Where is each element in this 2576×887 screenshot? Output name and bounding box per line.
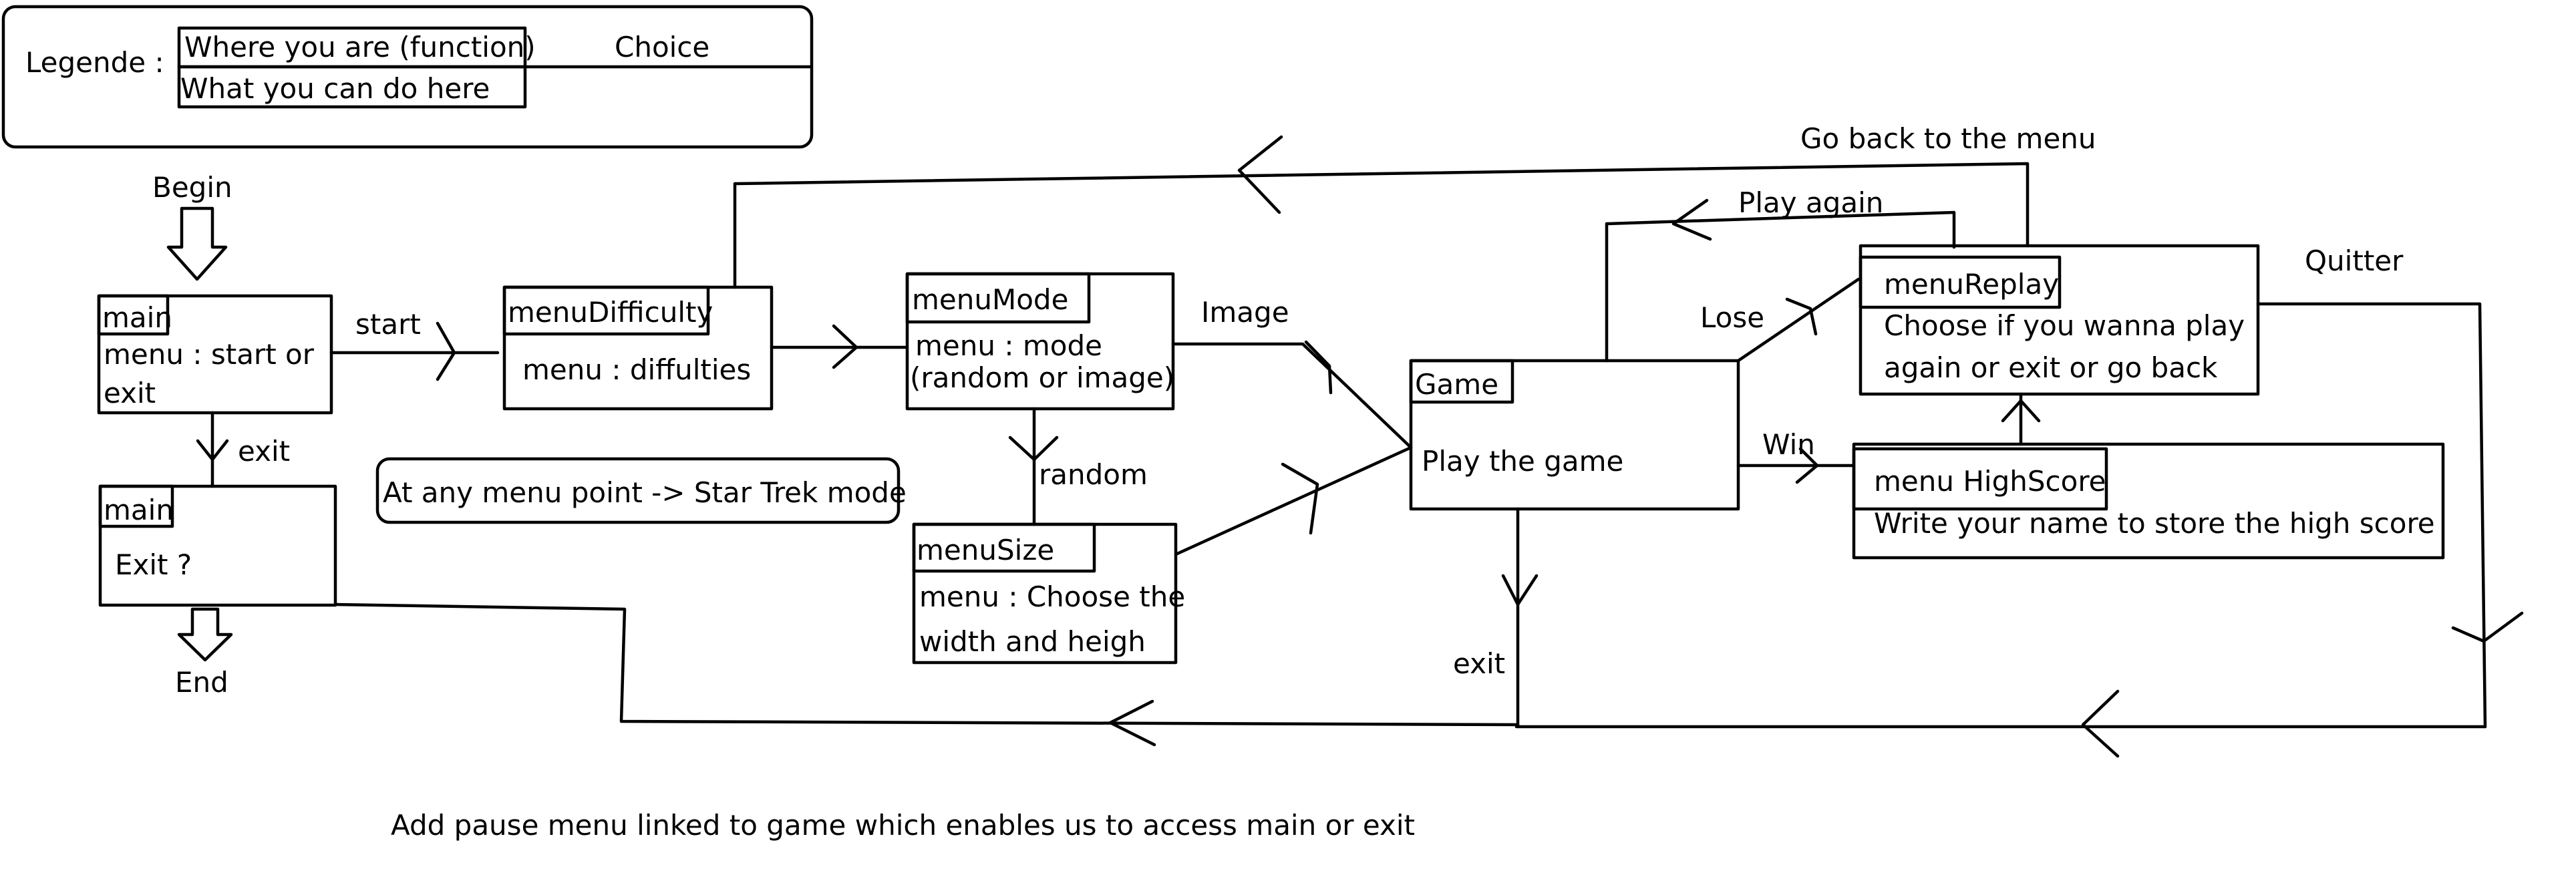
end-arrow-icon xyxy=(177,607,233,662)
edge-play-again-arrow xyxy=(1671,198,1712,241)
end-label: End xyxy=(175,666,228,699)
game-header-box xyxy=(1409,359,1514,404)
edge-label-quitter: Quitter xyxy=(2305,244,2404,277)
edge-label-exit-game: exit xyxy=(1453,647,1505,680)
node-menu-highscore: menu HighScore Write your name to store … xyxy=(1852,442,2445,560)
legend-title: Legende : xyxy=(25,46,164,79)
edge-label-play-again: Play again xyxy=(1738,186,1883,219)
edge-image-arrow xyxy=(1304,340,1333,395)
edge-size-to-game xyxy=(1174,446,1413,556)
menu-highscore-body: Write your name to store the high score xyxy=(1874,507,2435,540)
menu-difficulty-header: menuDifficulty xyxy=(508,296,713,329)
menu-highscore-header-box xyxy=(1852,447,2108,511)
menu-replay-header-box xyxy=(1859,255,2062,309)
menu-size-body-line2: width and heigh xyxy=(919,625,1146,658)
main-exit-box xyxy=(98,484,337,607)
menu-size-header: menuSize xyxy=(917,534,1054,566)
main-exit-header: main xyxy=(104,494,174,526)
main-body-line1: menu : start or xyxy=(104,338,315,371)
menu-mode-header: menuMode xyxy=(912,283,1068,316)
edge-label-win: Win xyxy=(1762,428,1815,461)
main-body-line2: exit xyxy=(104,377,156,409)
main-exit-body: Exit ? xyxy=(115,548,192,581)
edge-size-to-game-arrow xyxy=(1281,462,1319,535)
node-menu-mode: menuMode menu : mode (random or image) xyxy=(905,272,1175,411)
legend-frame xyxy=(1,5,814,149)
edge-lose-arrow xyxy=(1785,297,1818,336)
edge-lose xyxy=(1736,277,1861,363)
legend-body-box xyxy=(177,65,527,109)
begin-arrow-icon xyxy=(166,206,228,281)
node-main-exit: main Exit ? xyxy=(98,484,337,607)
menu-mode-body-line2: (random or image) xyxy=(910,361,1174,394)
main-box xyxy=(97,294,333,415)
edge-quitter-arrow xyxy=(2451,611,2524,643)
game-body: Play the game xyxy=(1422,445,1623,478)
node-menu-replay: menuReplay Choose if you wanna play agai… xyxy=(1859,244,2260,396)
edge-play-again xyxy=(1605,210,1956,363)
star-trek-note-box xyxy=(375,457,901,524)
edge-go-back xyxy=(733,162,2030,289)
node-menu-size: menuSize menu : Choose the width and hei… xyxy=(912,522,1185,665)
main-exit-header-box xyxy=(98,484,174,528)
menu-size-header-box xyxy=(912,522,1096,573)
menu-highscore-header: menu HighScore xyxy=(1874,465,2106,498)
edge-difficulty-to-mode-arrow xyxy=(832,324,858,369)
game-box xyxy=(1409,359,1740,511)
edge-bottom-right-arrow xyxy=(2081,689,2120,758)
edge-image xyxy=(1171,342,1413,450)
edge-random-arrow xyxy=(1008,435,1059,462)
node-main: main menu : start or exit xyxy=(97,294,333,415)
edge-highscore-to-replay-arrow xyxy=(2001,399,2041,423)
menu-replay-body-line2: again or exit or go back xyxy=(1884,351,2218,384)
edge-label-start: start xyxy=(355,308,421,341)
legend-header-text: Where you are (function) xyxy=(184,31,536,63)
edge-return-to-exit xyxy=(333,602,1520,727)
edge-win-arrow xyxy=(1795,447,1819,484)
menu-mode-body-line1: menu : mode xyxy=(915,329,1102,362)
menu-replay-box xyxy=(1859,244,2260,396)
menu-mode-header-box xyxy=(905,272,1091,324)
menu-highscore-box xyxy=(1852,442,2445,560)
menu-difficulty-body: menu : diffulties xyxy=(522,353,751,386)
menu-size-body-line1: menu : Choose the xyxy=(919,580,1185,613)
pause-menu-note: Add pause menu linked to game which enab… xyxy=(391,809,1415,842)
edge-label-exit-main: exit xyxy=(238,435,290,468)
legend-body-text: What you can do here xyxy=(180,72,490,105)
main-header-box xyxy=(97,294,170,336)
menu-replay-header: menuReplay xyxy=(1884,268,2059,301)
edge-label-random: random xyxy=(1039,458,1148,491)
star-trek-note-text: At any menu point -> Star Trek mode xyxy=(383,476,907,509)
menu-replay-body-line1: Choose if you wanna play xyxy=(1884,309,2245,342)
edge-start-arrow xyxy=(436,321,456,381)
game-header: Game xyxy=(1415,368,1498,401)
node-menu-difficulty: menuDifficulty menu : diffulties xyxy=(502,285,774,411)
note-star-trek: At any menu point -> Star Trek mode xyxy=(375,457,907,524)
legend: Legende : Where you are (function) What … xyxy=(1,5,814,149)
edge-label-lose: Lose xyxy=(1700,301,1764,334)
edge-quitter xyxy=(2256,302,2487,729)
begin-label: Begin xyxy=(152,171,232,204)
node-game: Game Play the game xyxy=(1409,359,1740,511)
edge-main-to-exit-arrow xyxy=(196,439,229,462)
edge-game-exit-arrow xyxy=(1501,574,1539,606)
edge-label-image: Image xyxy=(1201,296,1289,329)
edge-go-back-arrow xyxy=(1237,135,1283,214)
menu-difficulty-header-box xyxy=(502,285,710,336)
edge-return-to-exit-arrow xyxy=(1108,699,1156,747)
main-header: main xyxy=(102,301,172,334)
legend-choice-text: Choice xyxy=(615,31,709,63)
edge-label-go-back: Go back to the menu xyxy=(1800,122,2096,155)
